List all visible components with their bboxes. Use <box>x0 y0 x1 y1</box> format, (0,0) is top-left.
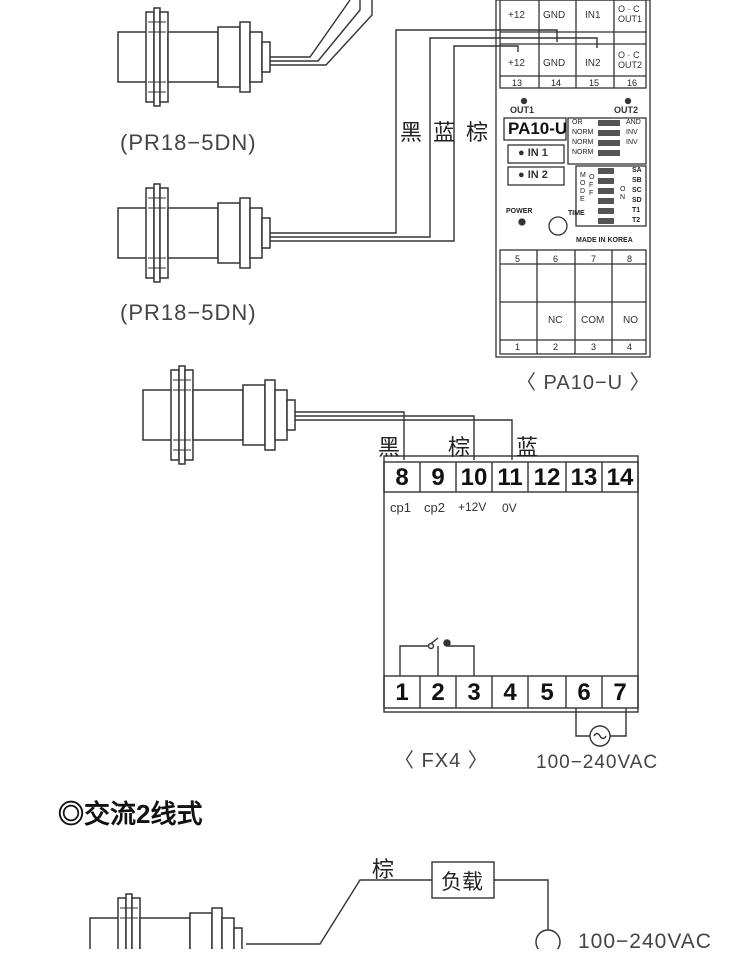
pa10-no-label: NO <box>623 315 638 326</box>
pa10-mode-sa: SA <box>632 167 642 174</box>
pa10-bottom-4: 4 <box>627 342 633 352</box>
fx4-terminal-7: 7 <box>613 679 627 706</box>
ac2-supply-label: 100−240VAC <box>578 930 712 953</box>
pa10-on-label: ON <box>620 186 626 201</box>
proximity-sensor-3 <box>142 365 296 465</box>
pa10-mode-sd: SD <box>632 197 642 204</box>
sensor-3-wires <box>295 411 513 460</box>
fx4-terminal-10: 10 <box>460 464 488 491</box>
pa10-in1-label: ● IN 1 <box>518 147 548 159</box>
pa10-out1-label: OUT1 <box>510 105 535 115</box>
proximity-sensor-2 <box>117 183 271 283</box>
fx4-terminal-4: 4 <box>503 679 517 706</box>
fx4-wire-blue: 蓝 <box>516 436 539 461</box>
fx4-wire-black: 黑 <box>378 436 401 461</box>
fx4-signal-cp1: cp1 <box>390 500 411 515</box>
pa10-mode-sc: SC <box>632 187 642 194</box>
pa10-terminal-16-label: O · C OUT2 <box>618 50 643 70</box>
fx4-caption: 〈 FX4 〉 <box>394 750 489 772</box>
pa10-top-label-2: GND <box>543 10 566 21</box>
sensor-1-wires <box>270 0 373 66</box>
pa10-switch-3-left: NORM <box>572 139 594 146</box>
fx4-module <box>383 455 639 747</box>
pa10-top-label-3: IN1 <box>585 10 601 21</box>
pa10-terminal-15-number: 15 <box>589 78 600 88</box>
fx4-signal-12v: +12V <box>458 500 487 514</box>
fx4-supply-label: 100−240VAC <box>536 752 659 773</box>
pa10-switch-1-right: AND <box>626 119 641 126</box>
fx4-terminal-8: 8 <box>395 464 409 491</box>
pa10-bottom-top-8: 8 <box>627 254 633 264</box>
pa10-bottom-1: 1 <box>515 342 521 352</box>
fx4-terminal-5: 5 <box>540 679 554 706</box>
fx4-signal-cp2: cp2 <box>424 500 445 515</box>
pa10-terminal-13-label: +12 <box>508 58 525 69</box>
pa10-model-label: PA10-U <box>508 119 568 138</box>
fx4-terminal-13: 13 <box>570 464 598 491</box>
pa10-switch-1-left: OR <box>572 119 583 126</box>
ac2-wires <box>246 861 561 949</box>
pa10-mode-t1: T1 <box>632 207 641 214</box>
pa10-bottom-top-7: 7 <box>591 254 597 264</box>
pa10-mode-sb: SB <box>632 177 642 184</box>
fx4-terminal-2: 2 <box>431 679 445 706</box>
pa10-caption: 〈 PA10−U 〉 <box>516 372 651 394</box>
pa10-bottom-top-5: 5 <box>515 254 521 264</box>
fx4-terminal-11: 11 <box>497 464 523 491</box>
ac2-sensor <box>89 893 243 949</box>
pa10-switch-4-left: NORM <box>572 149 594 156</box>
fx4-terminal-9: 9 <box>431 464 445 491</box>
pa10-com-label: COM <box>581 315 605 326</box>
pa10-switch-2-right: INV <box>626 129 638 136</box>
pa10-wire-colors: 黑 蓝 棕 <box>400 121 490 146</box>
pa10-in2-label: ● IN 2 <box>518 169 548 181</box>
sensor-caption-1: (PR18−5DN) <box>120 130 257 155</box>
pa10-made-in-label: MADE IN KOREA <box>576 237 633 244</box>
fx4-wire-brown: 棕 <box>448 436 471 461</box>
fx4-terminal-3: 3 <box>467 679 481 706</box>
sensor-caption-2: (PR18−5DN) <box>120 300 257 325</box>
pa10-off-label: OFF <box>589 174 595 197</box>
pa10-switch-3-right: INV <box>626 139 638 146</box>
pa10-nc-label: NC <box>548 315 563 326</box>
fx4-terminal-1: 1 <box>395 679 409 706</box>
section-title: ◎交流2线式 <box>58 799 203 829</box>
pa10-terminal-13-number: 13 <box>512 78 523 88</box>
pa10-top-label-4: O · C OUT1 <box>618 4 643 24</box>
pa10-time-label: TIME <box>568 210 585 217</box>
pa10-module <box>495 0 651 358</box>
fx4-terminal-12: 12 <box>533 464 561 491</box>
pa10-switches <box>598 120 620 224</box>
pa10-mode-t2: T2 <box>632 217 641 224</box>
pa10-top-label-1: +12 <box>508 10 525 21</box>
ac2-load-label: 负载 <box>441 870 483 894</box>
fx4-terminal-6: 6 <box>577 679 591 706</box>
pa10-terminal-14-label: GND <box>543 58 566 69</box>
pa10-mode-label: MODE <box>580 172 586 203</box>
proximity-sensor-1 <box>117 7 271 107</box>
pa10-terminal-15-label: IN2 <box>585 58 601 69</box>
pa10-out2-label: OUT2 <box>614 105 639 115</box>
pa10-power-label: POWER <box>506 208 533 215</box>
pa10-terminal-16-number: 16 <box>627 78 638 88</box>
ac2-wire-brown: 棕 <box>372 858 395 883</box>
pa10-bottom-3: 3 <box>591 342 597 352</box>
fx4-terminal-14: 14 <box>606 464 634 491</box>
pa10-terminal-14-number: 14 <box>551 78 562 88</box>
pa10-switch-2-left: NORM <box>572 129 594 136</box>
pa10-bottom-2: 2 <box>553 342 559 352</box>
pa10-bottom-top-6: 6 <box>553 254 559 264</box>
fx4-signal-0v: 0V <box>502 501 517 515</box>
